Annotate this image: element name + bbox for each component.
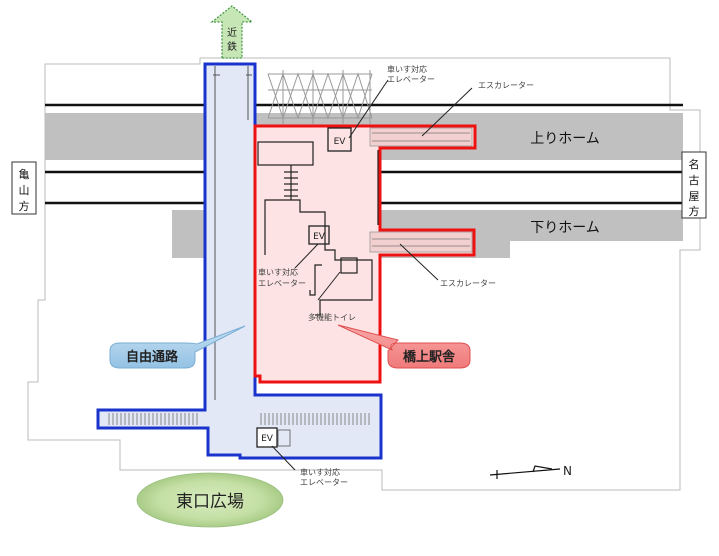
svg-text:EV: EV [313, 232, 326, 242]
svg-text:屋: 屋 [689, 190, 700, 203]
north-compass: N [489, 464, 572, 479]
nagoya-direction-label: 名 古 屋 方 [681, 151, 707, 219]
lower-escalator-left [108, 413, 200, 425]
ev-bottom-label-2: エレベーター [300, 478, 348, 487]
free-passage-area [96, 62, 383, 460]
kameyama-direction-label: 亀 山 方 [11, 161, 37, 215]
svg-text:EV: EV [334, 137, 347, 147]
ev-top-label-2: エレベーター [387, 75, 435, 84]
lower-escalator-right [260, 413, 370, 425]
elevator-mid: EV [308, 225, 330, 245]
down-escalator [369, 231, 473, 253]
svg-text:EV: EV [261, 434, 274, 444]
svg-text:古: 古 [689, 174, 700, 187]
ev-mid-label-2: エレベーター [258, 279, 306, 288]
elevator-top: EV [327, 127, 352, 152]
svg-text:橋上駅舎: 橋上駅舎 [403, 349, 456, 365]
up-escalator [369, 127, 473, 147]
up-platform-label: 上りホーム [530, 131, 600, 147]
svg-text:N: N [563, 464, 572, 478]
station-building-callout: 橋上駅舎 [337, 324, 471, 369]
svg-text:亀: 亀 [19, 167, 30, 181]
leader-lines [271, 79, 473, 471]
ev-mid-label-1: 車いす対応 [258, 267, 298, 277]
roof-truss [267, 70, 373, 124]
svg-text:東口広場: 東口広場 [176, 492, 244, 512]
svg-text:方: 方 [19, 199, 30, 213]
svg-text:名: 名 [689, 157, 700, 171]
svg-text:自由通路: 自由通路 [126, 349, 179, 365]
east-plaza-callout: 東口広場 [136, 472, 284, 528]
ev-bottom-label-1: 車いす対応 [300, 467, 340, 477]
kintetsu-label-2: 鉄 [227, 40, 237, 53]
elevator-bottom: EV [256, 427, 291, 448]
ev-top-label-1: 車いす対応 [387, 64, 427, 74]
down-platform-label: 下りホーム [530, 220, 600, 236]
escalator-bottom-label: エスカレーター [440, 279, 496, 288]
toilet-label: 多機能トイレ [308, 312, 356, 322]
kintetsu-direction-arrow: 近 鉄 [210, 5, 254, 59]
free-passage-callout: 自由通路 [109, 325, 246, 369]
station-building-area [253, 124, 477, 384]
passage-walls [213, 66, 252, 400]
escalator-top-label: エスカレーター [478, 81, 534, 90]
kintetsu-label-1: 近 [227, 26, 237, 39]
svg-text:方: 方 [689, 204, 700, 218]
svg-text:山: 山 [19, 184, 30, 197]
station-interior [257, 141, 379, 316]
